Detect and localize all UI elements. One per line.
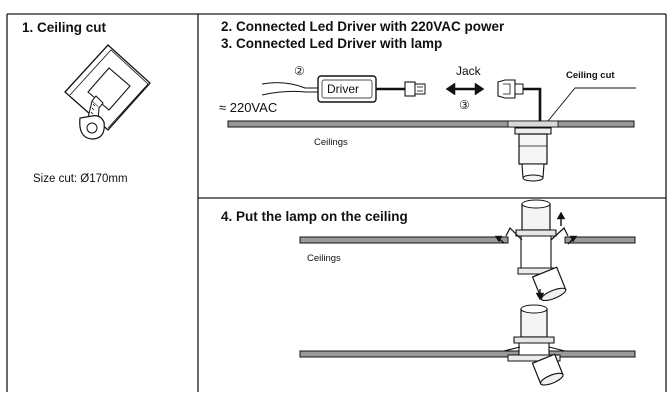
jack-male-icon (404, 81, 426, 97)
jack-female-icon (497, 79, 524, 99)
mounted-lamp (503, 304, 566, 386)
ceiling-slab-upper (299, 236, 509, 244)
mounting-diagram (299, 199, 636, 386)
ceiling-cut-label: Ceiling cut (566, 70, 615, 81)
mains-wire (261, 82, 318, 89)
ceiling-cut-illustration (64, 44, 151, 140)
ceiling-slab-lower (299, 350, 636, 358)
ceilings-label-top: Ceilings (314, 137, 348, 148)
power-label: ≈ 220VAC (219, 100, 278, 115)
frame-lines (6, 13, 667, 392)
step-3-heading: 3. Connected Led Driver with lamp (221, 36, 443, 51)
size-cut-caption: Size cut: Ø170mm (33, 173, 128, 185)
step-marker-2: ② (294, 64, 305, 78)
wiring-diagram (227, 75, 636, 182)
jack-label: Jack (456, 64, 481, 78)
step-marker-3: ③ (459, 98, 470, 112)
step-2-heading: 2. Connected Led Driver with 220VAC powe… (221, 19, 505, 34)
connect-arrow-icon (445, 82, 485, 96)
ceilings-label-bottom: Ceilings (307, 253, 341, 264)
ceiling-slab-top (227, 120, 635, 128)
downlight-lamp (514, 127, 552, 182)
push-arrow-icon (494, 211, 578, 301)
driver-label: Driver (327, 82, 359, 96)
step-4-heading: 4. Put the lamp on the ceiling (221, 209, 408, 224)
ceiling-cut-heading: 1. Ceiling cut (22, 20, 107, 35)
